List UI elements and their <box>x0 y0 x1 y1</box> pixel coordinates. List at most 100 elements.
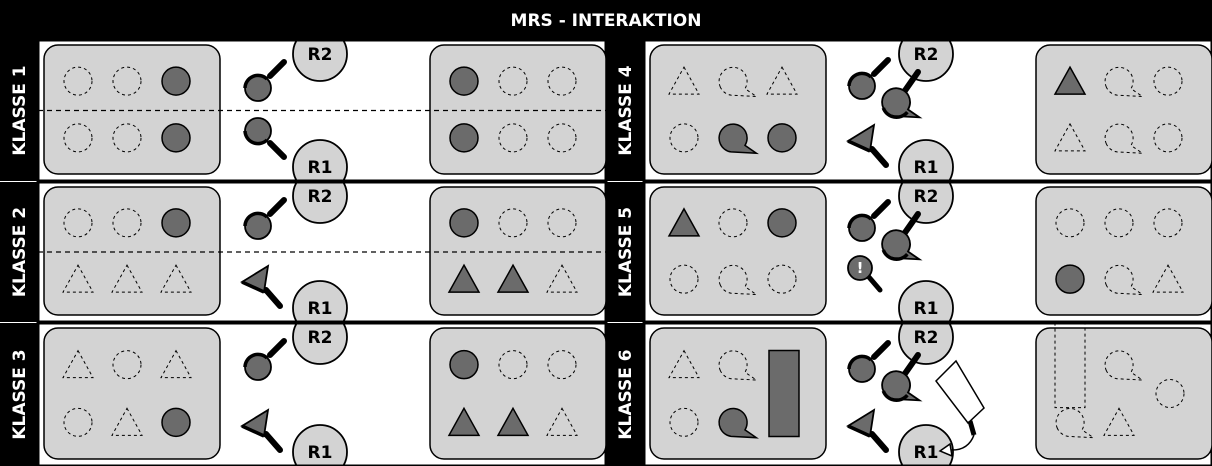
filled-circle-object <box>449 208 479 238</box>
robot-r1-label: R1 <box>914 299 939 319</box>
robot-r1-badge <box>898 139 954 180</box>
empty-drop-object <box>718 264 759 296</box>
gripper-jaw <box>881 107 909 120</box>
class-label-strip <box>606 182 644 322</box>
filled-circle-object <box>449 123 479 153</box>
class-label: KLASSE 3 <box>10 349 30 439</box>
gripper-handle <box>901 211 921 237</box>
table-right <box>429 186 607 316</box>
gripper-handle <box>871 340 891 360</box>
robot-r2-label: R2 <box>308 187 333 207</box>
empty-circle-object <box>498 350 528 380</box>
empty-circle-object <box>669 123 699 153</box>
filled-drop-object <box>718 123 759 155</box>
empty-circle-object <box>767 264 797 294</box>
empty-circle-object <box>1155 379 1185 408</box>
alert-gripper-head <box>847 255 873 281</box>
gripper-handle <box>267 59 287 79</box>
filled-rect-object <box>768 349 800 438</box>
gripper-jaw <box>847 71 873 87</box>
class-label: KLASSE 2 <box>10 207 30 297</box>
table-left <box>43 327 221 460</box>
table-right <box>1035 327 1212 460</box>
robot-r1-badge <box>292 280 348 321</box>
table-right <box>1035 186 1212 316</box>
table-right <box>1035 44 1212 175</box>
empty-circle-object <box>669 407 699 437</box>
empty-circle-object <box>112 350 142 380</box>
empty-drop-object <box>718 66 759 98</box>
robot-r1-label: R1 <box>308 443 333 463</box>
filled-circle-object <box>161 208 191 238</box>
filled-circle-object <box>161 66 191 96</box>
filled-triangle-object <box>447 406 481 437</box>
empty-circle-object <box>63 66 93 96</box>
gripper-jaw <box>847 354 873 370</box>
filled-circle-object <box>1055 264 1085 294</box>
robot-r1-label: R1 <box>914 443 939 463</box>
class-label: KLASSE 6 <box>616 349 636 439</box>
tool-arrow <box>949 434 975 451</box>
empty-circle-object <box>547 350 577 380</box>
robot-r1-badge <box>292 139 348 180</box>
filled-circle-object <box>767 123 797 153</box>
tool-tip <box>967 420 977 436</box>
empty-circle-object <box>112 123 142 153</box>
empty-circle-object <box>1104 208 1134 238</box>
empty-circle-object <box>498 208 528 238</box>
gripper-jaw <box>243 211 269 227</box>
robot-r1-badge <box>898 424 954 465</box>
empty-circle-object <box>669 264 699 294</box>
class-label: KLASSE 1 <box>10 65 30 155</box>
empty-drop-object <box>1055 408 1096 439</box>
empty-rect-object <box>1054 321 1086 409</box>
tool-arrow-head <box>938 442 953 458</box>
class-label: KLASSE 4 <box>616 65 636 155</box>
gripper-handle <box>267 197 287 217</box>
header-title: MRS - INTERAKTION <box>511 11 702 31</box>
filled-triangle-object <box>447 263 481 293</box>
filled-circle-object <box>449 66 479 96</box>
filled-triangle-object <box>496 263 530 293</box>
robot-r2-label: R2 <box>914 328 939 348</box>
filled-circle-object <box>449 349 479 380</box>
gripper-jaw <box>241 424 265 438</box>
tool-icon <box>935 359 985 458</box>
empty-circle-object <box>1153 66 1183 96</box>
robot-r2-label: R2 <box>308 45 333 65</box>
class-label-strip <box>0 182 38 322</box>
gripper-handle <box>267 338 287 358</box>
robot-r2-badge <box>898 324 954 365</box>
empty-circle-object <box>1153 208 1183 238</box>
filled-circle-object <box>767 208 797 238</box>
empty-drop-object <box>718 350 759 381</box>
table-left <box>43 44 221 175</box>
gripper-handle <box>869 146 889 168</box>
robot-r1-label: R1 <box>308 299 333 319</box>
table-right <box>429 44 607 175</box>
empty-circle-object <box>1153 123 1183 153</box>
empty-circle-object <box>547 208 577 238</box>
robot-r2-badge <box>898 183 954 224</box>
empty-circle-object <box>547 66 577 96</box>
robot-r2-badge <box>898 41 954 82</box>
class-label-strip <box>606 323 644 466</box>
class-label-strip <box>0 323 38 466</box>
empty-circle-object <box>112 208 142 238</box>
empty-circle-object <box>718 208 748 238</box>
gripper-jaw <box>847 139 871 153</box>
filled-triangle-object <box>1053 65 1087 95</box>
robot-r2-label: R2 <box>914 187 939 207</box>
tool-body <box>935 359 985 425</box>
gripper-jaw <box>847 213 873 229</box>
alert-mark: ! <box>857 259 864 277</box>
gripper-handle <box>901 69 921 95</box>
table-left <box>43 186 221 316</box>
robot-r1-label: R1 <box>914 158 939 178</box>
